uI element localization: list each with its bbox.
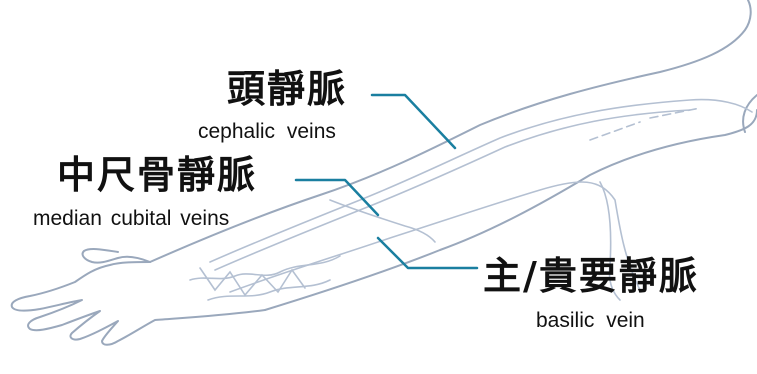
basilic-leader-line (378, 238, 477, 268)
median-cubital-label-chinese: 中尺骨靜脈 (57, 156, 257, 194)
thumb-outline (83, 249, 150, 263)
median-cubital-vein-path (330, 200, 435, 242)
cephalic-label-chinese: 頭靜脈 (227, 70, 347, 108)
upper-arm-dashed-vein (590, 108, 700, 140)
cephalic-leader-line (372, 95, 455, 148)
basilic-label-english: basilic vein (536, 310, 645, 331)
forearm-vein-net-2 (190, 256, 340, 280)
median-cubital-label-english: median cubital veins (33, 208, 229, 229)
cephalic-label-english: cephalic veins (198, 121, 336, 142)
shoulder-outline (743, 95, 757, 132)
basilic-label-chinese: 主/貴要靜脈 (483, 257, 699, 295)
